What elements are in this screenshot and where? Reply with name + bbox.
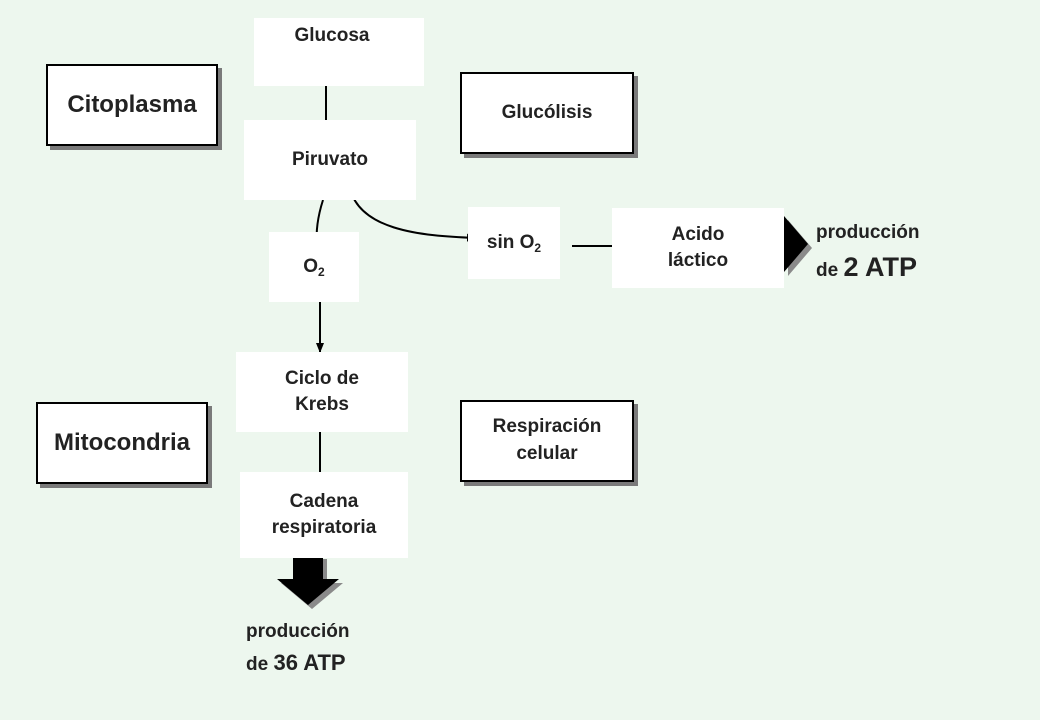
sin-o2-label: sin O2 <box>486 231 542 255</box>
cadena-line2: respiratoria <box>271 517 377 538</box>
sin-o2-node: sin O2 <box>468 207 560 279</box>
anaerobic-production: producción de 2 ATP <box>816 218 919 289</box>
anaerobic-production-line2: de 2 ATP <box>816 252 917 283</box>
respiracion-line1: Respiración <box>492 416 602 438</box>
block-arrow-down <box>277 555 339 605</box>
piruvato-label: Piruvato <box>291 149 369 171</box>
glucolisis-label-box: Glucólisis <box>460 72 634 154</box>
piruvato-node: Piruvato <box>244 120 416 200</box>
citoplasma-label: Citoplasma <box>67 91 197 118</box>
glucolisis-label: Glucólisis <box>501 101 593 123</box>
aerobic-production-line1: producción <box>246 621 350 642</box>
mitocondria-label-box: Mitocondria <box>36 402 208 484</box>
ciclo-line1: Ciclo de <box>285 368 359 390</box>
anaerobic-production-line1: producción <box>816 222 920 243</box>
o2-node: O2 <box>269 232 359 302</box>
acido-line1: Acido <box>671 224 725 246</box>
aerobic-production: producción de 36 ATP <box>246 617 349 681</box>
acido-line2: láctico <box>667 250 729 271</box>
citoplasma-label-box: Citoplasma <box>46 64 218 146</box>
mitocondria-label: Mitocondria <box>54 429 190 456</box>
glucosa-node-back <box>254 18 424 86</box>
aerobic-production-line2: de 36 ATP <box>246 650 346 676</box>
ciclo-line2: Krebs <box>295 394 349 415</box>
glucosa-label: Glucosa <box>294 25 370 47</box>
respiracion-line2: celular <box>516 443 578 464</box>
anaerobic-atp-amount: 2 ATP <box>843 252 917 283</box>
respiracion-label-box: Respiración celular <box>460 400 634 482</box>
ciclo-krebs-node: Ciclo de Krebs <box>236 352 408 432</box>
cadena-line1: Cadena <box>289 491 359 513</box>
acido-lactico-node: Acido láctico <box>612 208 784 288</box>
cadena-respiratoria-node: Cadena respiratoria <box>240 472 408 558</box>
aerobic-atp-amount: 36 ATP <box>273 650 346 676</box>
glucosa-node: Glucosa <box>244 8 420 64</box>
o2-label: O2 <box>303 255 325 279</box>
